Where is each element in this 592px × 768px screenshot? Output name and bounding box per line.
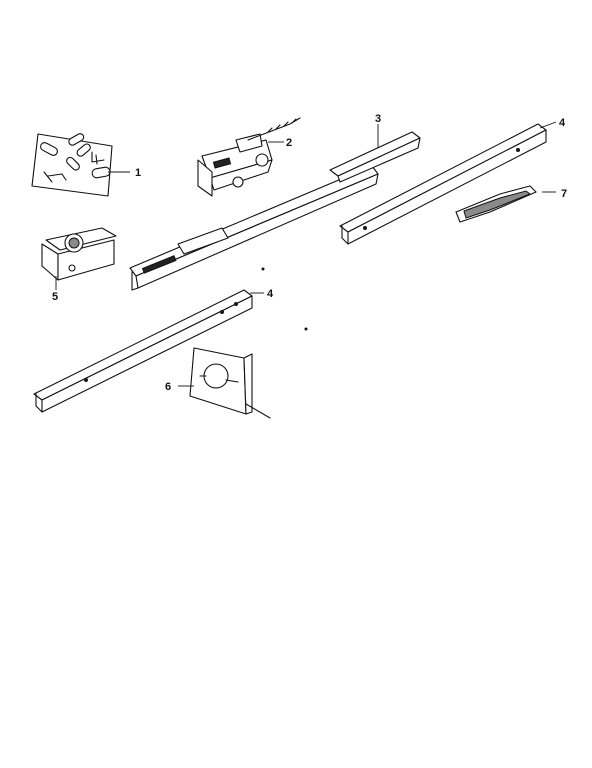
speck-dot	[261, 267, 265, 271]
callout-3: 3	[375, 113, 381, 125]
part-4-rail-upper	[339, 121, 557, 245]
speck-dot	[304, 327, 308, 331]
callout-5: 5	[52, 291, 58, 303]
part-6-mounting-plate	[178, 347, 271, 419]
callout-7: 7	[561, 188, 567, 200]
part-4-rail-lower	[33, 289, 264, 413]
callout-1: 1	[135, 167, 141, 179]
callout-4-upper: 4	[559, 117, 566, 129]
callout-6: 6	[165, 381, 171, 393]
part-3-rail-assembly	[129, 124, 421, 291]
part-1-hardware-bag	[31, 133, 130, 197]
part-5-pulley-bracket	[41, 227, 117, 290]
callout-4-lower: 4	[267, 288, 274, 300]
callout-2: 2	[286, 137, 292, 149]
part-2-trolley	[197, 117, 301, 197]
part-7-pad	[455, 185, 556, 223]
